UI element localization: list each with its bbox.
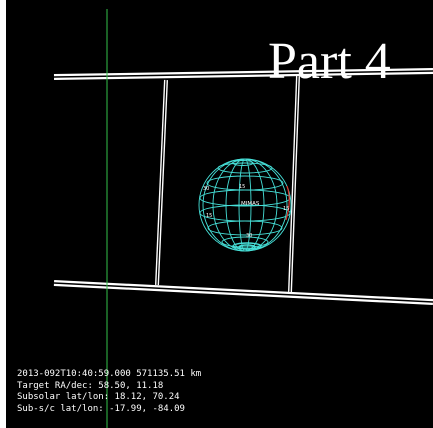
left-border bbox=[0, 0, 6, 428]
grid-label: 15 bbox=[206, 213, 212, 219]
grid-label: 15 bbox=[239, 184, 245, 190]
grid-label: 15 bbox=[283, 206, 289, 212]
observation-info: 2013-092T10:40:59.000 571135.51 km Targe… bbox=[17, 369, 201, 415]
target-name-label: MIMAS bbox=[241, 201, 260, 207]
info-target-radec: Target RA/dec: 58.50, 11.18 bbox=[17, 380, 164, 391]
target-globe bbox=[198, 158, 292, 252]
info-subsolar: Subsolar lat/lon: 18.12, 70.24 bbox=[17, 392, 180, 402]
info-timestamp-range: 2013-092T10:40:59.000 571135.51 km bbox=[17, 369, 202, 379]
info-subspacecraft: Sub-s/c lat/lon: -17.99, -84.09 bbox=[17, 403, 185, 414]
panel-title: Part 4 bbox=[268, 33, 391, 90]
grid-label: 30 bbox=[203, 186, 209, 192]
instrument-frame bbox=[53, 68, 433, 305]
terminator-arc bbox=[285, 185, 290, 221]
grid-label: 30 bbox=[246, 233, 252, 239]
